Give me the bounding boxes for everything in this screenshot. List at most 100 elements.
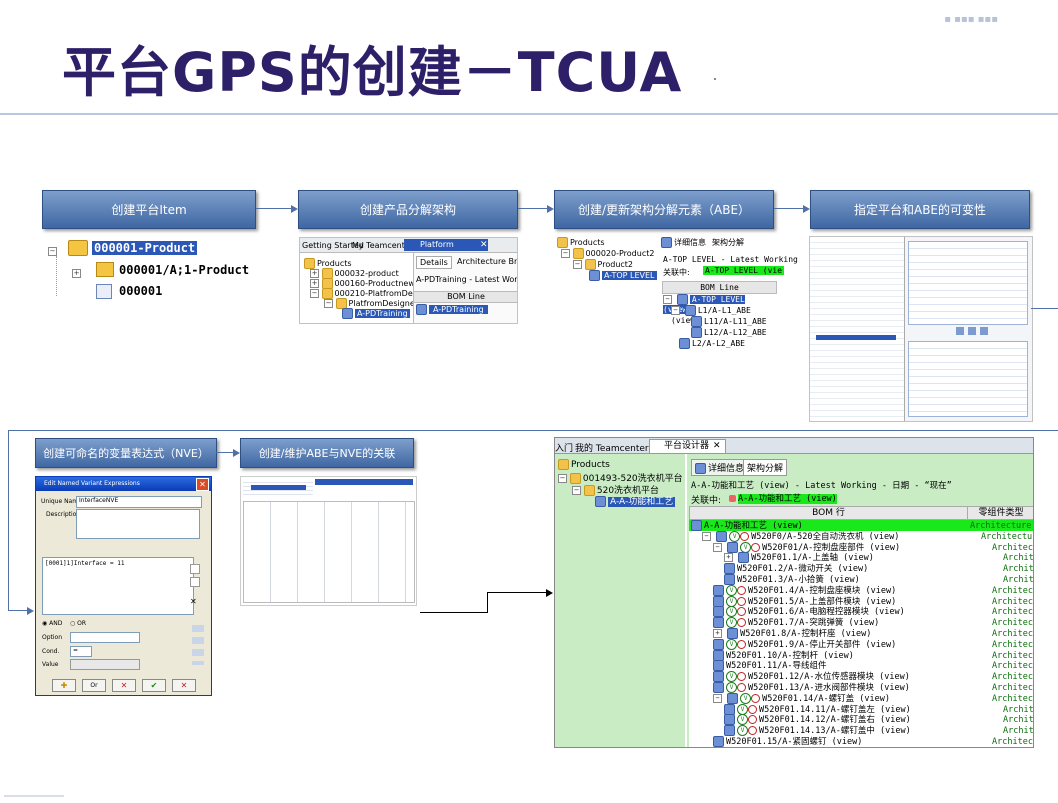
tree-node[interactable]: − 001493-520洗衣机平台 xyxy=(558,473,683,484)
tree-node[interactable]: − Product2 xyxy=(573,259,634,270)
or-radio[interactable]: ○ OR xyxy=(70,620,87,627)
close-icon[interactable]: ✕ xyxy=(196,478,209,491)
title-divider xyxy=(0,113,1058,115)
delete-button[interactable]: ✕ xyxy=(112,679,136,692)
working-title: A-PDTraining - Latest Working - [ xyxy=(416,275,518,284)
table-button[interactable] xyxy=(968,327,976,335)
bom-row[interactable]: W520F01.2/A-微动开关 (view)Architecture xyxy=(689,563,1033,575)
expand-icon[interactable]: + xyxy=(724,553,733,563)
option-field[interactable] xyxy=(70,632,140,643)
bom-row[interactable]: A-A-功能和工艺 (view)Architecture xyxy=(689,520,1033,531)
bom-row-text: W520F01.14.13/A-螺钉盖中 (view) xyxy=(759,726,911,737)
tree-products[interactable]: Products xyxy=(304,258,352,269)
flow-line-right xyxy=(8,610,28,611)
tab-getting-started[interactable]: 入门 xyxy=(555,444,574,454)
tree-node-selected[interactable]: A-PDTraining xyxy=(342,308,410,319)
close-icon[interactable]: ✕ xyxy=(713,441,721,451)
tab-architecture[interactable]: 架构分解 xyxy=(712,238,744,247)
tree-node[interactable]: − 000210-PlatfromDesigner xyxy=(310,288,438,299)
bom-row[interactable]: W520F01.11/A-导线组件Architecture xyxy=(689,660,1033,672)
side-toolbar[interactable] xyxy=(192,625,204,665)
tab-my-teamcenter[interactable]: 我的 Teamcenter xyxy=(575,444,649,454)
tree-node[interactable]: − 000020-Product2 xyxy=(561,248,655,259)
cancel-button[interactable]: ✕ xyxy=(172,679,196,692)
item-icon xyxy=(727,628,739,639)
expand-icon[interactable]: − xyxy=(702,531,711,541)
bom-row[interactable]: − L1/A-L1_ABE (view) xyxy=(671,305,751,325)
tab-details[interactable]: 详细信息 xyxy=(661,237,706,248)
and-radio[interactable]: ◉ AND xyxy=(42,620,63,627)
tree-node-root[interactable]: 000001-Product xyxy=(92,241,198,255)
bom-row[interactable]: + W520F01.1/A-上盖轴 (view)Architecture xyxy=(689,552,1033,564)
bom-row[interactable]: + W520F01.8/A-控制杆座 (view)Architecture xyxy=(689,628,1033,639)
tree-node-selected[interactable]: A-A-功能和工艺 xyxy=(595,494,676,507)
bom-row[interactable]: L12/A-L12_ABE xyxy=(691,327,767,338)
item-icon xyxy=(713,660,724,672)
bom-row-selected[interactable]: A-PDTraining xyxy=(416,304,516,315)
cond-select[interactable]: = xyxy=(70,646,92,657)
table-button[interactable] xyxy=(956,327,964,335)
tree-node-dataset[interactable]: 000001 xyxy=(119,284,163,298)
clear-icon[interactable]: ✕ xyxy=(190,597,197,606)
tree-node-selected[interactable]: A-TOP LEVEL xyxy=(589,270,657,281)
tab-getting-started[interactable]: Getting Started xyxy=(302,241,364,250)
tree-products[interactable]: Products xyxy=(557,237,605,248)
variability-table-1 xyxy=(908,241,1028,325)
collapse-icon[interactable]: − xyxy=(48,247,57,256)
tab-platform-designer[interactable]: 平台设计器✕ xyxy=(649,439,726,453)
expand-icon[interactable]: − xyxy=(713,693,722,703)
connector-6 xyxy=(420,612,487,613)
value-field[interactable] xyxy=(70,659,140,670)
tab-details[interactable]: 详细信息 xyxy=(691,459,749,476)
expand-icon[interactable]: + xyxy=(72,269,81,278)
bom-row[interactable]: W520F01.10/A-控制杆 (view)Architecture xyxy=(689,649,1033,661)
tab-architecture[interactable]: 架构分解 xyxy=(743,459,788,476)
field-button[interactable] xyxy=(190,564,200,574)
bom-row[interactable]: W520F01.15/A-紧固螺钉 (view)Architecture xyxy=(689,736,1033,747)
add-button[interactable]: ✚ xyxy=(52,679,76,692)
expand-icon[interactable]: + xyxy=(713,629,722,638)
unique-name-field[interactable]: InterfaceNVE xyxy=(76,496,202,508)
rule-icon xyxy=(737,585,746,595)
tab-my-teamcenter[interactable]: My Teamcenter xyxy=(352,241,414,250)
close-icon[interactable]: ✕ xyxy=(480,240,488,250)
bom-row-type: Architecture xyxy=(992,693,1033,704)
tree-node-revision[interactable]: 000001/A;1-Product xyxy=(119,263,250,277)
tree-products[interactable]: Products xyxy=(558,459,610,470)
tab-platform-designer[interactable]: Platform Designer xyxy=(404,239,488,261)
bom-row[interactable]: L2/A-L2_ABE xyxy=(679,338,745,349)
or-button[interactable]: Or xyxy=(82,679,106,692)
bom-row-type: Architecture xyxy=(992,650,1033,661)
tree-node[interactable]: − 520洗衣机平台 xyxy=(572,485,660,496)
description-field[interactable] xyxy=(76,509,200,539)
bom-row[interactable]: W520F01.3/A-小拾簧 (view)Architecture xyxy=(689,574,1033,585)
tree-node[interactable]: − PlatfromDesigner xyxy=(324,298,419,309)
context-label: 关联中: xyxy=(691,496,722,506)
field-button[interactable] xyxy=(190,577,200,587)
flow-line-down xyxy=(8,430,9,610)
tab-architecture-breakdown[interactable]: Architecture Breakd xyxy=(457,257,518,266)
expression-field[interactable]: [0001]1]Interface = 11 xyxy=(42,557,194,615)
ok-button[interactable]: ✔ xyxy=(142,679,166,692)
association-tree-selected xyxy=(251,485,306,490)
expand-icon[interactable]: − xyxy=(713,542,722,552)
connector-5 xyxy=(216,452,233,453)
tab-details[interactable]: Details xyxy=(416,256,452,269)
bom-row[interactable]: L11/A-L11_ABE xyxy=(691,316,767,327)
table-button[interactable] xyxy=(980,327,988,335)
connector-3 xyxy=(774,208,803,209)
